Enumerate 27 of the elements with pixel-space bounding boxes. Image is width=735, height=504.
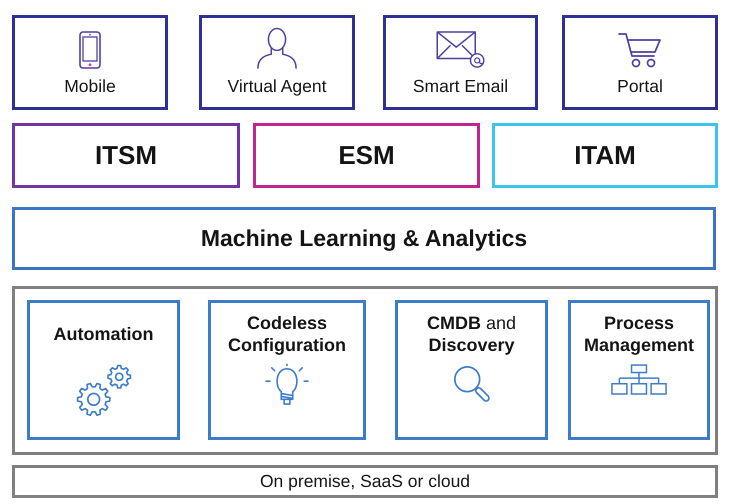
module-box xyxy=(12,123,240,188)
channel-box xyxy=(12,15,168,110)
capability-title: Process Management xyxy=(582,313,696,357)
capability-box xyxy=(395,300,548,440)
capability-box xyxy=(568,300,710,440)
channel-box xyxy=(562,15,718,110)
capability-box xyxy=(27,300,180,440)
capability-title: Codeless Configuration xyxy=(227,313,347,357)
capability-box xyxy=(208,300,366,440)
module-box xyxy=(492,123,718,188)
channel-label: Virtual Agent xyxy=(228,76,326,97)
channel-label: Mobile xyxy=(64,76,116,97)
module-label: ESM xyxy=(338,140,395,172)
deployment-bar xyxy=(12,465,718,498)
channel-label: Portal xyxy=(617,76,663,97)
platform-label: Machine Learning & Analytics xyxy=(200,224,528,252)
module-label: ITAM xyxy=(574,140,636,172)
deployment-label: On premise, SaaS or cloud xyxy=(260,471,470,492)
channel-label: Smart Email xyxy=(412,76,508,97)
channel-box xyxy=(199,15,355,110)
capability-title: CMDB and Discovery xyxy=(426,313,518,357)
capability-title: Automation xyxy=(54,324,154,346)
channel-box xyxy=(383,15,538,110)
platform-bar xyxy=(12,207,716,270)
module-label: ITSM xyxy=(94,140,158,172)
module-box xyxy=(253,123,480,188)
capabilities-panel xyxy=(12,286,718,455)
